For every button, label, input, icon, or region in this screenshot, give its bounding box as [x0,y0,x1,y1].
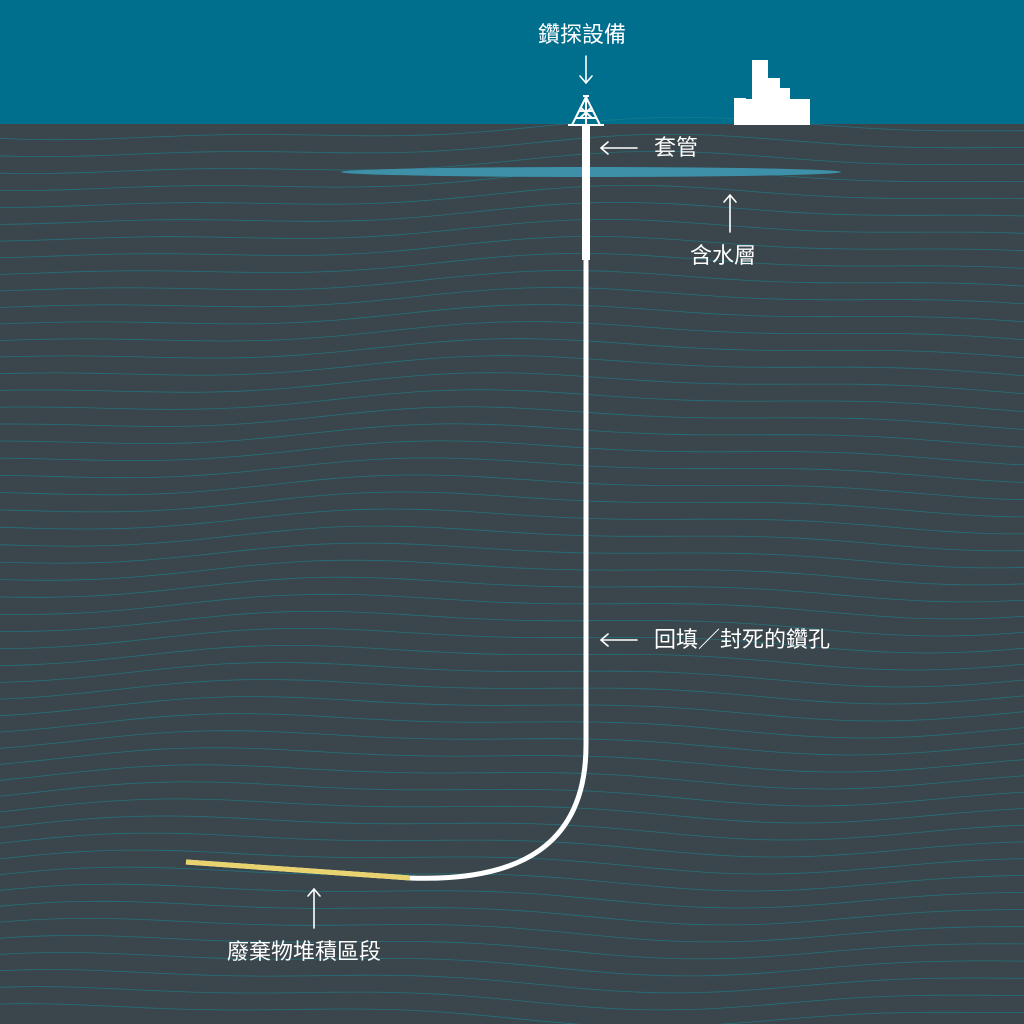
strata-line [0,287,1024,308]
strata-line [0,270,1024,292]
casing-arrow-icon [600,141,638,155]
strata-line [0,321,1024,342]
strata-line [0,218,1024,242]
strata-lines [0,116,1024,1024]
strata-line [0,406,1024,430]
label-aquifer: 含水層 [690,244,757,269]
strata-line [0,798,1024,824]
strata-line [0,969,1024,994]
strata-line [0,133,1024,158]
strata-line [0,679,1024,705]
label-waste-disposal-section: 廢棄物堆積區段 [227,940,382,965]
borehole-arrow-icon [600,633,638,647]
strata-line [0,662,1024,688]
strata-line [0,491,1024,518]
strata-line [0,474,1024,501]
ground-area [0,124,1024,1024]
strata-line [0,150,1024,175]
strata-line [0,934,1024,960]
strata-line [0,235,1024,259]
strata-line [0,781,1024,807]
strata-line [0,952,1024,977]
strata-line [0,253,1024,275]
label-backfilled-borehole: 回填／封死的鑽孔 [654,628,831,653]
strata-line [0,747,1024,773]
strata-line [0,849,1024,875]
strata-line [0,355,1024,377]
strata-line [0,440,1024,466]
casing-pipe [582,125,590,260]
strata-line [0,866,1024,892]
label-casing: 套管 [654,136,699,161]
label-drilling-rig: 鑽探設備 [538,23,627,48]
strata-line [0,713,1024,739]
strata-line [0,185,1024,208]
strata-line [0,304,1024,325]
borehole-path [185,125,589,881]
rig-arrow-icon [579,55,593,84]
strata-line [0,883,1024,909]
strata-line [0,730,1024,756]
aquifer-arrow-icon [723,194,737,233]
strata-line [0,372,1024,395]
strata-line [0,542,1024,569]
strata-line [0,593,1024,620]
strata-line [0,764,1024,790]
strata-line [0,576,1024,603]
strata-line [0,338,1024,359]
strata-line [0,508,1024,535]
waste-arrow-icon [307,888,321,929]
strata-line [0,644,1024,671]
strata-line [0,900,1024,926]
strata-line [0,1003,1024,1024]
strata-line [0,457,1024,483]
surface-band [0,0,1024,124]
strata-line [0,610,1024,637]
strata-line [0,815,1024,841]
strata-line [0,559,1024,586]
strata-line [0,202,1024,225]
aquifer-layer [341,167,841,177]
waste-disposal-segment [185,859,411,881]
strata-line [0,525,1024,552]
strata-line [0,627,1024,654]
strata-line [0,389,1024,412]
strata-line [0,116,1024,141]
city-skyline-icon [734,60,810,125]
strata-line [0,918,1024,943]
strata-line [0,423,1024,448]
strata-line [0,832,1024,858]
strata-line [0,696,1024,722]
strata-line [0,986,1024,1011]
